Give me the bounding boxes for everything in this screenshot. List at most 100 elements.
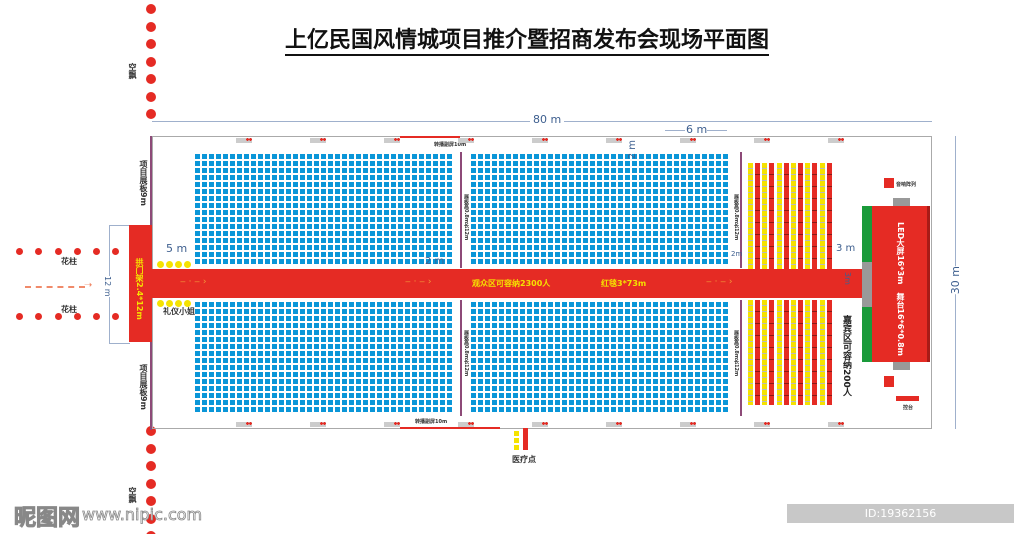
audience-seat bbox=[447, 407, 452, 412]
audience-seat bbox=[485, 386, 490, 391]
audience-seat bbox=[485, 400, 490, 405]
audience-seat bbox=[384, 224, 389, 229]
audience-seat bbox=[335, 337, 340, 342]
audience-seat bbox=[230, 407, 235, 412]
camera bbox=[384, 138, 400, 143]
audience-seat bbox=[230, 238, 235, 243]
audience-seat bbox=[709, 161, 714, 166]
audience-seat bbox=[478, 372, 483, 377]
audience-seat bbox=[534, 379, 539, 384]
audience-seat bbox=[342, 358, 347, 363]
audience-seat bbox=[506, 407, 511, 412]
audience-seat bbox=[230, 323, 235, 328]
audience-seat bbox=[202, 168, 207, 173]
audience-seat bbox=[293, 309, 298, 314]
audience-seat bbox=[562, 407, 567, 412]
stage-side-panel bbox=[862, 307, 872, 362]
audience-seat bbox=[548, 323, 553, 328]
audience-seat bbox=[688, 400, 693, 405]
audience-seat bbox=[562, 210, 567, 215]
audience-seat bbox=[300, 337, 305, 342]
audience-seat bbox=[513, 175, 518, 180]
audience-seat bbox=[209, 400, 214, 405]
audience-seat bbox=[695, 365, 700, 370]
entry-arrow bbox=[25, 286, 85, 288]
audience-seat bbox=[506, 330, 511, 335]
audience-seat bbox=[499, 309, 504, 314]
audience-seat bbox=[660, 182, 665, 187]
audience-seat bbox=[478, 309, 483, 314]
audience-seat bbox=[611, 407, 616, 412]
title-text: 上亿民国风情城项目推介暨招商发布会现场平面图 bbox=[284, 28, 769, 56]
audience-seat bbox=[202, 358, 207, 363]
dim-line bbox=[665, 130, 685, 131]
audience-seat bbox=[195, 161, 200, 166]
audience-seat bbox=[328, 330, 333, 335]
audience-seat bbox=[723, 365, 728, 370]
audience-seat bbox=[471, 210, 476, 215]
audience-seat bbox=[433, 344, 438, 349]
audience-seat bbox=[195, 344, 200, 349]
audience-seat bbox=[314, 351, 319, 356]
audience-seat bbox=[520, 393, 525, 398]
audience-seat bbox=[433, 316, 438, 321]
audience-seat bbox=[604, 168, 609, 173]
audience-seat bbox=[709, 407, 714, 412]
audience-seat bbox=[440, 245, 445, 250]
audience-seat bbox=[702, 344, 707, 349]
audience-seat bbox=[667, 386, 672, 391]
stage bbox=[872, 206, 930, 362]
medical-seat bbox=[514, 445, 519, 450]
audience-seat bbox=[541, 358, 546, 363]
audience-seat bbox=[527, 161, 532, 166]
audience-seat bbox=[251, 330, 256, 335]
audience-seat bbox=[342, 224, 347, 229]
audience-seat bbox=[377, 393, 382, 398]
audience-seat bbox=[349, 161, 354, 166]
audience-seat bbox=[513, 358, 518, 363]
aisle-top-dim: 2 m bbox=[627, 140, 638, 160]
audience-seat bbox=[485, 161, 490, 166]
audience-seat bbox=[419, 400, 424, 405]
audience-seat bbox=[597, 217, 602, 222]
audience-seat bbox=[723, 407, 728, 412]
audience-seat bbox=[576, 161, 581, 166]
audience-seat bbox=[223, 189, 228, 194]
audience-seat bbox=[300, 231, 305, 236]
audience-seat bbox=[513, 365, 518, 370]
audience-seat bbox=[363, 344, 368, 349]
audience-seat bbox=[202, 238, 207, 243]
audience-seat bbox=[541, 189, 546, 194]
audience-seat bbox=[335, 182, 340, 187]
audience-seat bbox=[426, 344, 431, 349]
audience-seat bbox=[604, 154, 609, 159]
audience-seat bbox=[471, 323, 476, 328]
audience-seat bbox=[433, 407, 438, 412]
audience-seat bbox=[695, 161, 700, 166]
audience-seat bbox=[611, 196, 616, 201]
audience-seat bbox=[583, 203, 588, 208]
audience-seat bbox=[688, 196, 693, 201]
audience-seat bbox=[583, 182, 588, 187]
audience-seat bbox=[419, 175, 424, 180]
audience-seat bbox=[569, 203, 574, 208]
audience-seat bbox=[674, 189, 679, 194]
audience-seat bbox=[398, 259, 403, 264]
audience-seat bbox=[384, 316, 389, 321]
audience-seat bbox=[321, 161, 326, 166]
audience-seat bbox=[562, 309, 567, 314]
audience-seat bbox=[639, 196, 644, 201]
audience-seat bbox=[506, 217, 511, 222]
audience-seat bbox=[209, 210, 214, 215]
audience-seat bbox=[349, 238, 354, 243]
audience-seat bbox=[520, 161, 525, 166]
audience-seat bbox=[321, 217, 326, 222]
audience-seat bbox=[377, 196, 382, 201]
audience-seat bbox=[251, 238, 256, 243]
audience-seat bbox=[632, 231, 637, 236]
audience-seat bbox=[471, 393, 476, 398]
audience-seat bbox=[384, 182, 389, 187]
audience-seat bbox=[604, 210, 609, 215]
audience-seat bbox=[223, 386, 228, 391]
audience-seat bbox=[597, 393, 602, 398]
